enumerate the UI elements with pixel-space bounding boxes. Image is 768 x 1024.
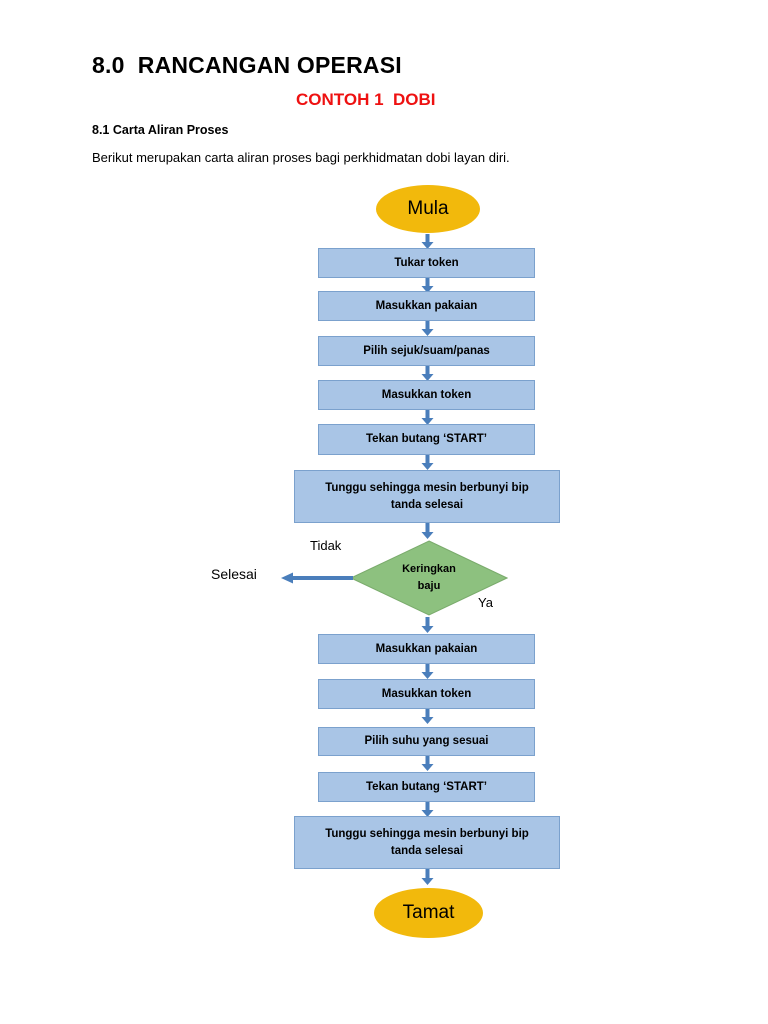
connector-arrow-down — [421, 455, 434, 470]
flow-node-tunggu-1: Tunggu sehingga mesin berbunyi bip tanda… — [294, 470, 560, 523]
connector-arrow-down — [421, 410, 434, 425]
connector-arrow-left — [281, 572, 353, 584]
flow-node-label-line1: Keringkan — [402, 562, 456, 575]
connector-arrow-down — [421, 802, 434, 817]
flow-node-label-line1: Tunggu sehingga mesin berbunyi bip — [325, 827, 529, 840]
diamond-shape-icon — [350, 540, 508, 616]
connector-arrow-down — [421, 278, 434, 293]
flow-node-label-line2: baju — [417, 580, 441, 592]
flow-node-label: Tekan butang ‘START’ — [366, 780, 487, 793]
flow-node-tukar-token: Tukar token — [318, 248, 535, 278]
flow-node-label-line2: tanda selesai — [390, 844, 464, 857]
flow-node-label: Keringkan baju — [402, 561, 456, 595]
connector-arrow-down — [421, 234, 434, 249]
connector-arrow-down — [421, 617, 434, 633]
connector-arrow-down — [421, 366, 434, 381]
section-intro-text: Berikut merupakan carta aliran proses ba… — [92, 150, 510, 165]
flow-exit-label-selesai: Selesai — [211, 566, 257, 582]
flow-node-tamat: Tamat — [374, 888, 483, 938]
flow-node-masukkan-pakaian-2: Masukkan pakaian — [318, 634, 535, 664]
flow-node-decision-keringkan-baju: Keringkan baju — [350, 540, 508, 616]
edge-label-ya: Ya — [478, 595, 493, 610]
flow-node-label: Pilih sejuk/suam/panas — [363, 344, 490, 357]
flow-node-tekan-start-1: Tekan butang ‘START’ — [318, 424, 535, 455]
document-subtitle: CONTOH 1 DOBI — [296, 90, 436, 109]
flow-node-label: Masukkan pakaian — [375, 642, 478, 655]
edge-label-tidak: Tidak — [310, 538, 342, 553]
flow-node-tunggu-2: Tunggu sehingga mesin berbunyi bip tanda… — [294, 816, 560, 869]
connector-arrow-down — [421, 869, 434, 885]
connector-arrow-down — [421, 664, 434, 679]
section-heading: 8.1 Carta Aliran Proses — [92, 123, 229, 137]
flow-node-label: Tekan butang ‘START’ — [366, 433, 487, 446]
flow-node-label-line1: Tunggu sehingga mesin berbunyi bip — [325, 481, 529, 494]
flow-node-tekan-start-2: Tekan butang ‘START’ — [318, 772, 535, 802]
connector-arrow-down — [421, 756, 434, 771]
flow-node-label: Mula — [407, 198, 449, 219]
flow-node-label: Tamat — [402, 902, 455, 923]
flow-node-label-line2: tanda selesai — [390, 498, 464, 511]
flow-node-label: Tukar token — [394, 256, 459, 269]
flow-node-label: Pilih suhu yang sesuai — [364, 735, 489, 748]
flow-node-masukkan-pakaian-1: Masukkan pakaian — [318, 291, 535, 321]
connector-arrow-down — [421, 523, 434, 539]
connector-arrow-down — [421, 709, 434, 724]
flow-node-label: Masukkan pakaian — [375, 299, 478, 312]
flow-node-mula: Mula — [376, 185, 480, 233]
flow-node-pilih-suhu-2: Pilih suhu yang sesuai — [318, 727, 535, 756]
page-title: 8.0 RANCANGAN OPERASI — [92, 52, 402, 78]
flow-node-pilih-suhu-1: Pilih sejuk/suam/panas — [318, 336, 535, 366]
flow-node-label: Masukkan token — [381, 687, 472, 700]
connector-arrow-down — [421, 321, 434, 336]
flow-node-label: Masukkan token — [381, 388, 472, 401]
flow-node-masukkan-token-1: Masukkan token — [318, 380, 535, 410]
flow-node-masukkan-token-2: Masukkan token — [318, 679, 535, 709]
